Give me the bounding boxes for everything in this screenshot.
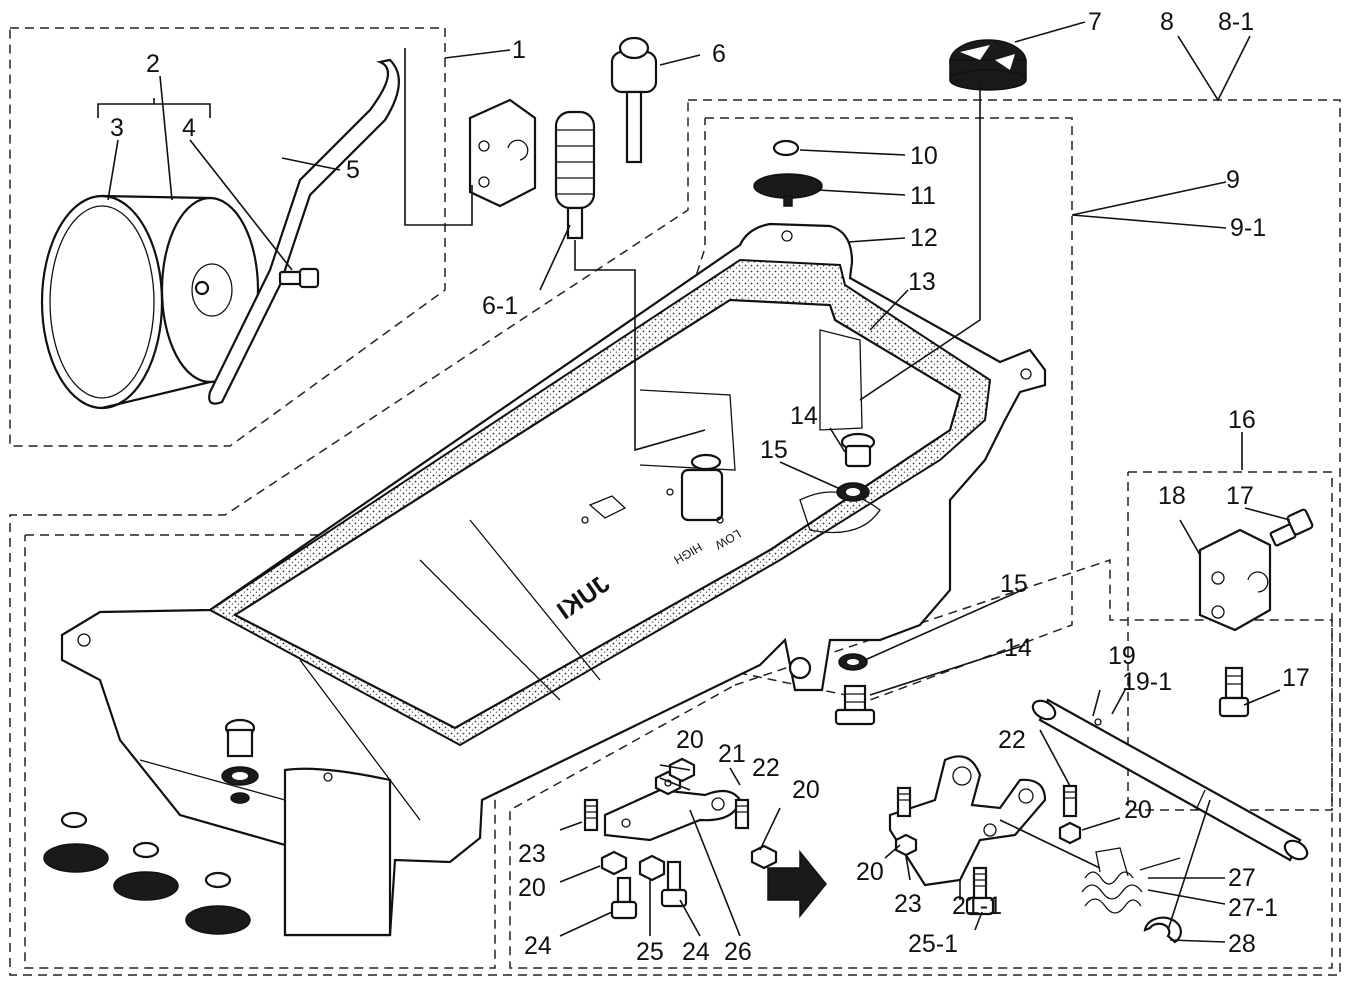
callout-14-top: 14 (790, 402, 818, 430)
callout-24-right: 24 (682, 938, 710, 966)
callout-27-1: 27-1 (1228, 894, 1278, 922)
callout-14-bottom: 14 (1004, 634, 1032, 662)
callout-20-b: 20 (792, 776, 820, 804)
bracket-18 (1198, 528, 1272, 632)
callout-15-bottom: 15 (1000, 570, 1028, 598)
screw-22-left (734, 798, 750, 830)
callout-20-c: 20 (518, 874, 546, 902)
screw-25-1 (965, 866, 995, 916)
drain-screw-14-top (840, 432, 876, 468)
callout-8-1: 8-1 (1218, 8, 1254, 36)
lever-21-1 (888, 755, 1047, 887)
group-box-sub-base (24, 534, 561, 969)
group-box-pulley (9, 27, 446, 447)
callout-19: 19 (1108, 642, 1136, 670)
handwheel-pulley (40, 194, 260, 410)
callout-9-1: 9-1 (1230, 214, 1266, 242)
callout-17-lower: 17 (1282, 664, 1310, 692)
screw-22-right (1058, 784, 1082, 845)
callout-21-1: 21-1 (952, 892, 1002, 920)
group-box-pan-inner (579, 117, 1073, 701)
callout-6-1: 6-1 (482, 292, 518, 320)
washer-15-bottom (838, 653, 868, 671)
group-box-knee-lifter (509, 558, 1333, 969)
callout-3: 3 (110, 114, 124, 142)
pulley-shaft-pin (208, 58, 400, 405)
screw-17-lower (1218, 666, 1250, 718)
callout-8: 8 (1160, 8, 1174, 36)
callout-22-right: 22 (998, 726, 1026, 754)
right-arrow-icon (767, 849, 827, 919)
callout-12: 12 (910, 224, 938, 252)
callout-9: 9 (1226, 166, 1240, 194)
lever-21 (603, 788, 742, 842)
callout-26: 26 (724, 938, 752, 966)
group-box-bracket (1127, 471, 1333, 811)
callout-labels: 1 2 3 4 5 6 6-1 7 8 8-1 9 9-1 10 11 12 1… (110, 8, 1310, 966)
screw-23-left (583, 798, 599, 832)
callout-25: 25 (636, 938, 664, 966)
rubber-feet (43, 811, 251, 935)
screws-24-25 (610, 854, 688, 920)
callout-20-e: 20 (856, 858, 884, 886)
callout-6: 6 (712, 40, 726, 68)
knee-lifter-shaft-19 (1031, 698, 1309, 862)
retaining-ring-28 (1143, 916, 1182, 944)
callout-20-a: 20 (676, 726, 704, 754)
callout-19-1: 19-1 (1122, 668, 1172, 696)
callout-11: 11 (910, 182, 936, 210)
callout-5: 5 (346, 156, 360, 184)
oil-pan (60, 222, 1047, 937)
callout-18: 18 (1158, 482, 1186, 510)
drain-screw-14-bottom (834, 684, 876, 726)
callout-23-left: 23 (518, 840, 546, 868)
callout-4: 4 (182, 114, 196, 142)
group-box-oil-pan (9, 99, 1341, 976)
callout-20-d: 20 (1124, 796, 1152, 824)
callout-17-upper: 17 (1226, 482, 1254, 510)
screw-20-right (894, 786, 918, 857)
callout-1: 1 (512, 36, 526, 64)
oil-rod-6 (610, 36, 658, 164)
callout-25-1: 25-1 (908, 930, 958, 958)
leader-lines (97, 21, 1291, 943)
callout-21: 21 (718, 740, 746, 768)
callout-2: 2 (146, 50, 160, 78)
nut-20-group-left (600, 757, 778, 876)
screw-17-upper (1269, 508, 1314, 547)
callout-23-right: 23 (894, 890, 922, 918)
callout-28: 28 (1228, 930, 1256, 958)
callout-16: 16 (1228, 406, 1256, 434)
spring-27 (1081, 847, 1181, 914)
rubber-seat-11 (753, 173, 823, 207)
callout-7: 7 (1088, 8, 1102, 36)
rubber-cushion-7 (949, 39, 1027, 91)
cushion-10 (772, 139, 800, 157)
bracket-block-1 (468, 98, 537, 208)
callout-22-left: 22 (752, 754, 780, 782)
callout-27: 27 (1228, 864, 1256, 892)
washer-15-top (836, 482, 870, 502)
callout-10: 10 (910, 142, 938, 170)
oil-wick-6-1 (554, 110, 596, 240)
callout-15-top: 15 (760, 436, 788, 464)
screw-washer-group-left (221, 718, 259, 804)
callout-13: 13 (908, 268, 936, 296)
callout-24-left: 24 (524, 932, 552, 960)
set-screw-4 (278, 267, 320, 289)
